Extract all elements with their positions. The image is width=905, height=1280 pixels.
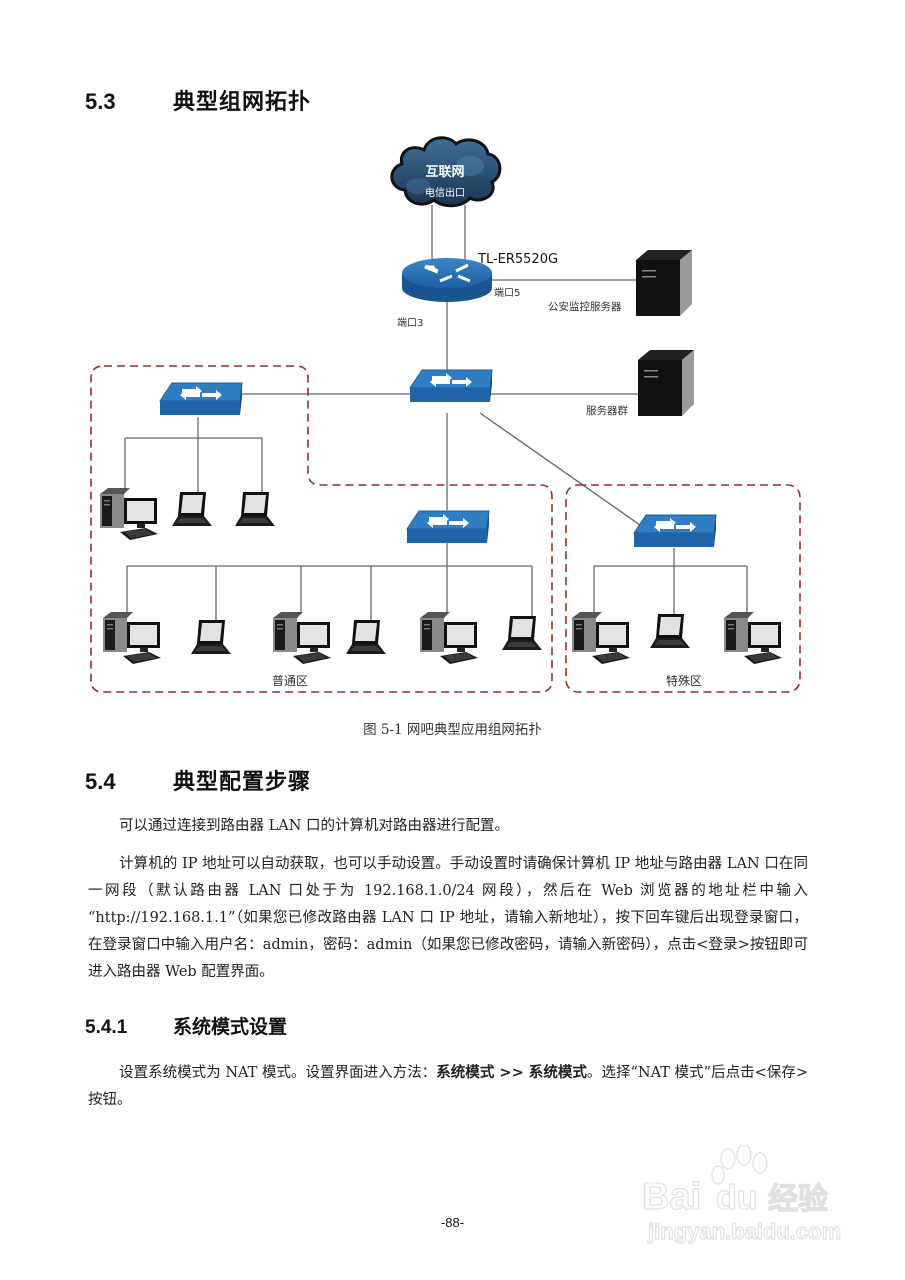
section-heading-5-4-1: 5.4.1 系统模式设置 xyxy=(85,1012,287,1039)
zone-boundary-normal xyxy=(90,365,553,693)
section-title: 系统模式设置 xyxy=(173,1016,288,1038)
laptop-icon xyxy=(650,614,690,648)
desktop-computer-icon xyxy=(103,612,161,664)
paw-icon xyxy=(711,1145,768,1185)
normal-zone-switch-a-icon xyxy=(159,382,243,416)
section-number: 5.3 xyxy=(85,89,116,114)
zone-label-normal: 普通区 xyxy=(272,674,308,688)
router-model-label: TL-ER5520G xyxy=(477,252,558,267)
router-icon xyxy=(402,258,492,302)
laptop-icon xyxy=(235,492,275,526)
section-title: 典型组网拓扑 xyxy=(173,90,312,115)
paragraph-text-suffix: 。选择“NAT 模式”后点击<保存>按钮。 xyxy=(88,1065,808,1108)
router-port-lan-label: 端口3 xyxy=(397,316,423,329)
section-title: 典型配置步骤 xyxy=(173,770,312,795)
paragraph-text: 计算机的 IP 地址可以自动获取，也可以手动设置。手动设置时请确保计算机 IP … xyxy=(88,856,808,980)
watermark-url: jingyan.baidu.com xyxy=(647,1219,841,1244)
core-switch-icon xyxy=(409,369,493,403)
desktop-computer-icon xyxy=(572,612,630,664)
special-zone-switch-icon xyxy=(633,514,717,548)
page-number: -88- xyxy=(440,1215,465,1230)
zone-boundary-special xyxy=(565,484,801,693)
desktop-computer-icon xyxy=(273,612,331,664)
section-number: 5.4 xyxy=(85,769,116,794)
figure-caption: 图 5-1 网吧典型应用组网拓扑 xyxy=(363,722,542,738)
security-server-label: 公安监控服务器 xyxy=(548,300,622,313)
paragraph-ip-login: 计算机的 IP 地址可以自动获取，也可以手动设置。手动设置时请确保计算机 IP … xyxy=(88,851,808,986)
section-number: 5.4.1 xyxy=(85,1017,128,1038)
desktop-computer-icon xyxy=(100,488,158,540)
paragraph-lan-config: 可以通过连接到路由器 LAN 口的计算机对路由器进行配置。 xyxy=(88,813,808,840)
menu-path: 系统模式 >> 系统模式 xyxy=(436,1065,587,1081)
laptop-icon xyxy=(346,620,386,654)
desktop-computer-icon xyxy=(420,612,478,664)
paragraph-system-mode: 设置系统模式为 NAT 模式。设置界面进入方法：系统模式 >> 系统模式。选择“… xyxy=(88,1060,808,1114)
router-port-wan-label: 端口5 xyxy=(494,286,520,299)
zone-label-special: 特殊区 xyxy=(666,673,702,688)
section-heading-5-3: 5.3 典型组网拓扑 xyxy=(85,84,311,116)
laptop-icon xyxy=(172,492,212,526)
paragraph-text: 可以通过连接到路由器 LAN 口的计算机对路由器进行配置。 xyxy=(119,818,510,834)
connection-lines xyxy=(124,205,748,620)
baidu-jingyan-watermark: Bai du 经验 jingyan.baidu.com xyxy=(641,1145,842,1245)
desktop-computer-icon xyxy=(724,612,782,664)
section-heading-5-4: 5.4 典型配置步骤 xyxy=(85,764,311,796)
internet-sublabel: 电信出口 xyxy=(425,186,465,199)
laptop-icon xyxy=(191,620,231,654)
paragraph-text-prefix: 设置系统模式为 NAT 模式。设置界面进入方法： xyxy=(119,1065,437,1081)
server-farm-icon xyxy=(638,350,694,416)
internet-label: 互联网 xyxy=(425,165,464,180)
watermark-brand-du: du xyxy=(716,1179,758,1217)
watermark-brand: Bai xyxy=(642,1176,701,1218)
network-topology-diagram: 互联网 电信出口 TL-ER5520G 端口5 端口3 公安监控服务器 服务器群… xyxy=(90,136,801,693)
server-farm-label: 服务器群 xyxy=(586,404,628,417)
normal-zone-switch-b-icon xyxy=(406,510,490,544)
security-server-icon xyxy=(636,250,692,316)
internet-cloud-icon xyxy=(390,136,502,208)
laptop-icon xyxy=(502,616,542,650)
watermark-brand-cn: 经验 xyxy=(768,1182,828,1216)
